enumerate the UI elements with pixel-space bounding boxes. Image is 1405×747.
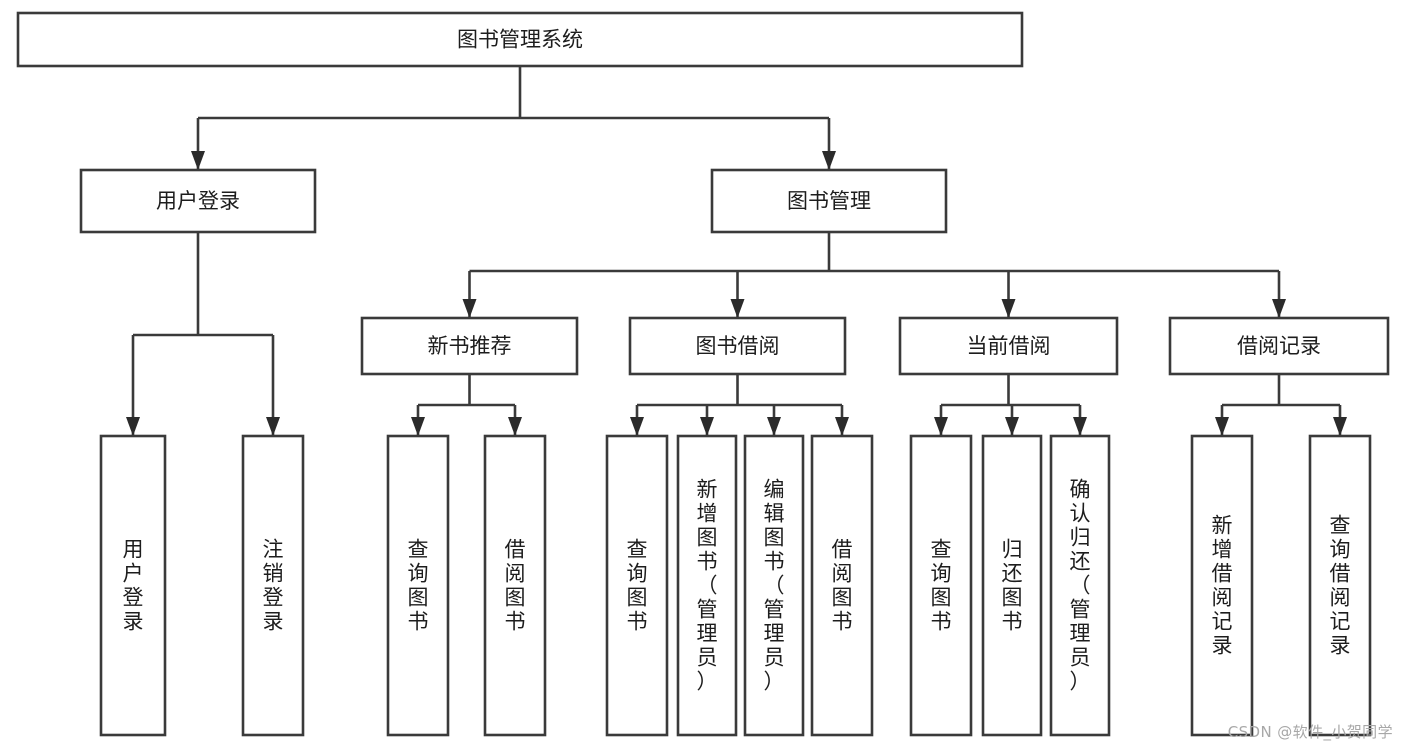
node-label: 确认归还（管理员）	[1070, 478, 1091, 694]
node-box[interactable]	[360, 316, 579, 376]
arrow-head-icon	[508, 417, 522, 436]
arrow-head-icon	[630, 417, 644, 436]
arrow-head-icon	[126, 417, 140, 436]
node-label: 借阅记录	[1237, 334, 1321, 358]
node-box[interactable]	[710, 168, 948, 234]
leaf-leaf-borrow-book[interactable]: 借阅图书	[810, 434, 874, 737]
node-label: 查询图书	[408, 538, 429, 634]
node-box[interactable]	[981, 434, 1043, 737]
node-label: 注销登录	[263, 538, 284, 634]
arrow-head-icon	[1215, 417, 1229, 436]
node-label: 新增借阅记录	[1212, 514, 1233, 658]
node-label: 图书借阅	[696, 334, 780, 358]
node-box[interactable]	[386, 434, 450, 737]
arrow-head-icon	[767, 417, 781, 436]
node-box[interactable]	[79, 168, 317, 234]
node-label: 新书推荐	[428, 334, 512, 358]
node-box[interactable]	[16, 11, 1024, 68]
node-book-borrow[interactable]: 图书借阅	[628, 316, 847, 376]
leaf-leaf-confirm-return-admin[interactable]: 确认归还（管理员）	[1049, 434, 1111, 737]
node-label: 查询图书	[931, 538, 952, 634]
arrow-head-icon	[266, 417, 280, 436]
arrow-head-icon	[191, 151, 205, 170]
leaf-leaf-query-book-current[interactable]: 查询图书	[909, 434, 973, 737]
node-label: 新增图书（管理员）	[697, 478, 718, 694]
leaf-leaf-query-borrow-record[interactable]: 查询借阅记录	[1308, 434, 1372, 737]
watermark-label: CSDN @软件_小贺同学	[1227, 723, 1393, 741]
arrow-head-icon	[1333, 417, 1347, 436]
arrow-head-icon	[934, 417, 948, 436]
node-box[interactable]	[99, 434, 167, 737]
arrow-head-icon	[730, 299, 745, 318]
leaf-leaf-borrow-book-recommend[interactable]: 借阅图书	[483, 434, 547, 737]
node-box[interactable]	[909, 434, 973, 737]
node-label: 查询图书	[627, 538, 648, 634]
arrow-head-icon	[1001, 299, 1016, 318]
node-box[interactable]	[483, 434, 547, 737]
node-box[interactable]	[1168, 316, 1390, 376]
node-label: 借阅图书	[832, 538, 853, 634]
node-label: 归还图书	[1002, 538, 1023, 634]
arrow-head-icon	[835, 417, 849, 436]
node-label: 图书管理	[787, 189, 871, 213]
node-box[interactable]	[743, 434, 805, 737]
arrow-head-icon	[462, 299, 477, 318]
arrow-head-icon	[1005, 417, 1019, 436]
leaf-leaf-add-book-admin[interactable]: 新增图书（管理员）	[676, 434, 738, 737]
node-borrow-record[interactable]: 借阅记录	[1168, 316, 1390, 376]
leaf-leaf-query-book-recommend[interactable]: 查询图书	[386, 434, 450, 737]
arrow-head-icon	[1073, 417, 1087, 436]
node-label: 借阅图书	[505, 538, 526, 634]
node-label: 用户登录	[156, 189, 240, 213]
arrow-head-icon	[411, 417, 425, 436]
node-book-management[interactable]: 图书管理	[710, 168, 948, 234]
node-new-book-recommend[interactable]: 新书推荐	[360, 316, 579, 376]
node-label: 编辑图书（管理员）	[764, 478, 785, 694]
node-root[interactable]: 图书管理系统	[16, 11, 1024, 68]
node-box[interactable]	[676, 434, 738, 737]
node-box[interactable]	[1190, 434, 1254, 737]
node-label: 图书管理系统	[457, 28, 583, 52]
node-layer: 图书管理系统用户登录图书管理新书推荐图书借阅当前借阅借阅记录用户登录注销登录查询…	[16, 11, 1390, 737]
leaf-leaf-return-book[interactable]: 归还图书	[981, 434, 1043, 737]
arrow-head-icon	[700, 417, 714, 436]
leaf-leaf-edit-book-admin[interactable]: 编辑图书（管理员）	[743, 434, 805, 737]
node-current-borrow[interactable]: 当前借阅	[898, 316, 1119, 376]
arrow-head-icon	[1272, 299, 1286, 318]
node-label: 查询借阅记录	[1330, 514, 1351, 658]
node-box[interactable]	[628, 316, 847, 376]
node-box[interactable]	[810, 434, 874, 737]
connector-layer	[126, 66, 1347, 436]
node-box[interactable]	[1049, 434, 1111, 737]
leaf-leaf-add-borrow-record[interactable]: 新增借阅记录	[1190, 434, 1254, 737]
node-label: 当前借阅	[967, 334, 1051, 358]
leaf-leaf-logout-login[interactable]: 注销登录	[241, 434, 305, 737]
node-box[interactable]	[898, 316, 1119, 376]
node-box[interactable]	[241, 434, 305, 737]
leaf-leaf-user-login[interactable]: 用户登录	[99, 434, 167, 737]
leaf-leaf-query-book-borrow[interactable]: 查询图书	[605, 434, 669, 737]
node-box[interactable]	[1308, 434, 1372, 737]
node-box[interactable]	[605, 434, 669, 737]
node-user-login[interactable]: 用户登录	[79, 168, 317, 234]
node-label: 用户登录	[123, 538, 144, 634]
arrow-head-icon	[822, 151, 836, 170]
